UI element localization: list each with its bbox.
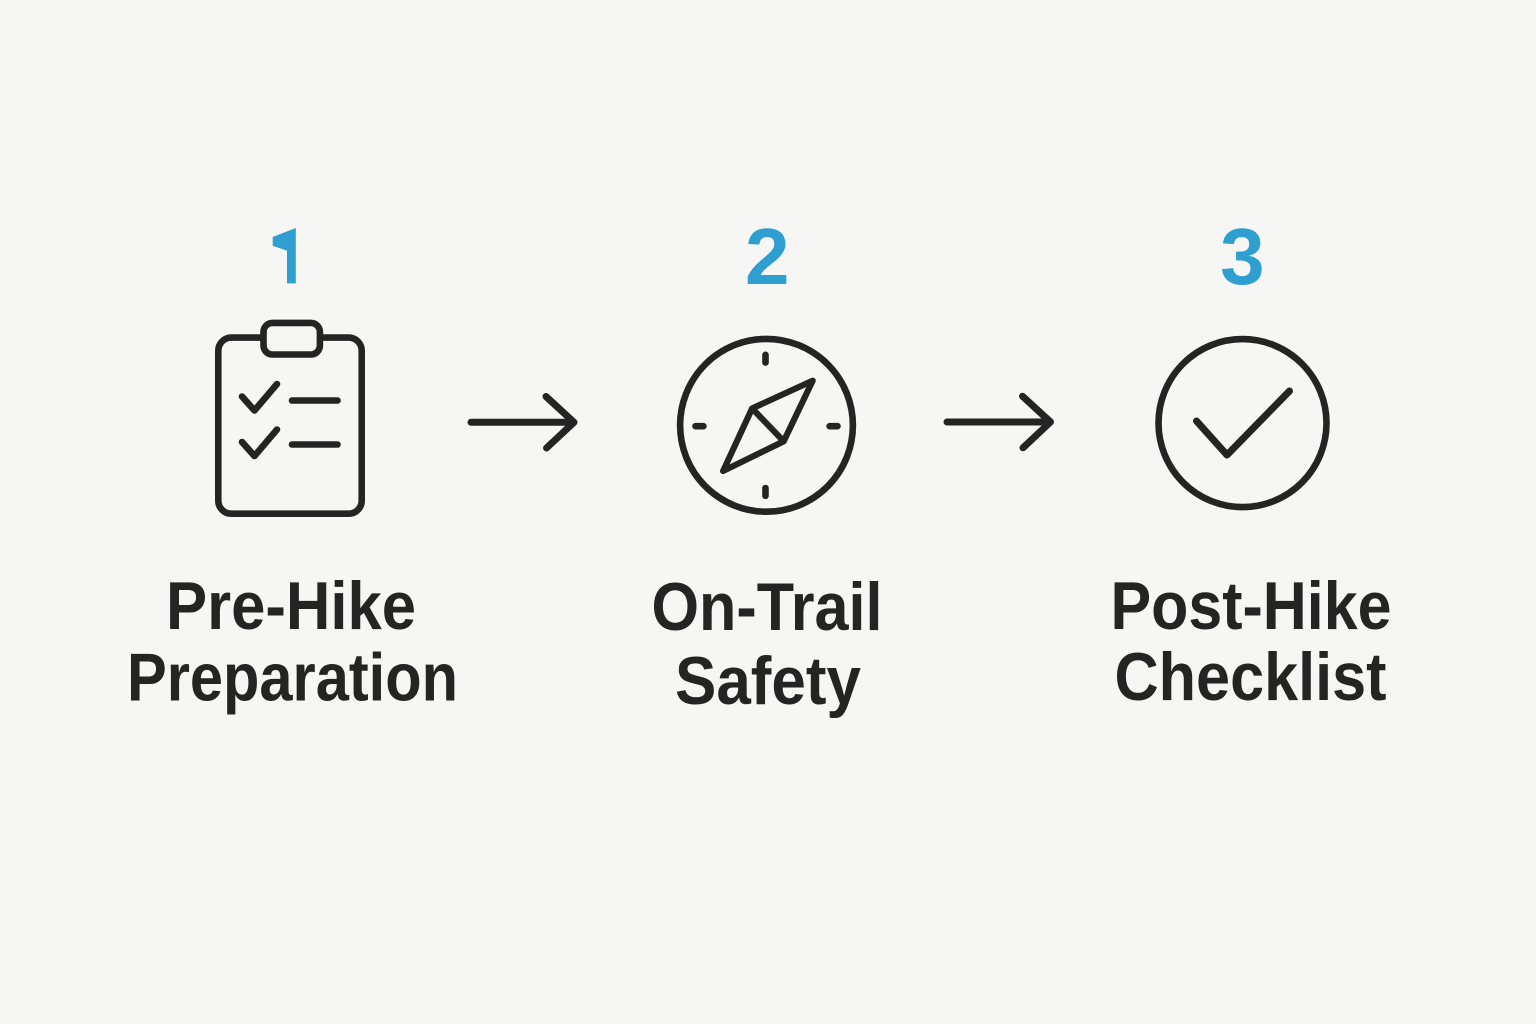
svg-text:Pre-Hike: Pre-Hike	[166, 568, 416, 644]
svg-text:Checklist: Checklist	[1115, 639, 1387, 715]
svg-text:Post-Hike: Post-Hike	[1111, 568, 1392, 644]
svg-text:On-Trail: On-Trail	[652, 569, 883, 645]
svg-text:2: 2	[745, 212, 790, 301]
svg-text:Preparation: Preparation	[127, 640, 458, 716]
svg-text:Safety: Safety	[675, 643, 861, 719]
svg-text:3: 3	[1220, 212, 1265, 301]
